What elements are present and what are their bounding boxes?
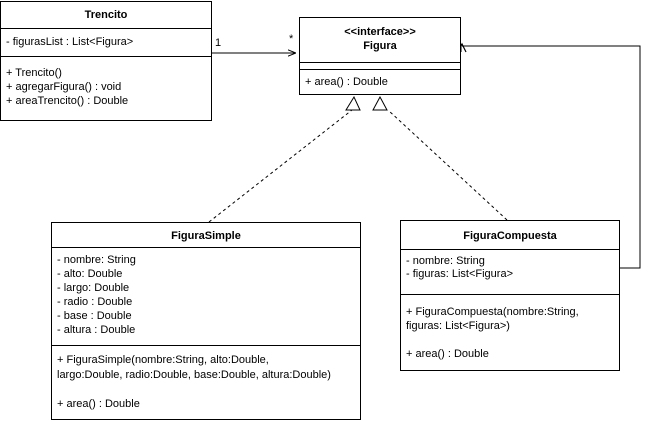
- method: + Trencito(): [6, 67, 62, 79]
- class-trencito[interactable]: Trencito - figurasList : List<Figura> + …: [0, 1, 212, 121]
- class-name: Figura: [363, 40, 397, 52]
- method: largo:Double, radio:Double, base:Double,…: [57, 369, 331, 381]
- attribute: - largo: Double: [57, 282, 130, 294]
- attribute: - altura : Double: [57, 324, 136, 336]
- class-name: Trencito: [84, 9, 128, 21]
- realization-arrowhead-compuesta: [372, 95, 388, 111]
- attribute: - nombre: String: [57, 254, 136, 266]
- class-figura-compuesta[interactable]: FiguraCompuesta - nombre: String - figur…: [400, 220, 620, 371]
- attribute: - figurasList : List<Figura>: [6, 36, 134, 48]
- method: + areaTrencito() : Double: [6, 95, 129, 107]
- attribute: - alto: Double: [57, 268, 123, 280]
- method: + area() : Double: [305, 76, 388, 88]
- class-name: FiguraSimple: [171, 230, 241, 242]
- realization-edge-compuesta: [387, 109, 508, 221]
- stereotype: <<interface>>: [344, 26, 416, 38]
- attribute: - nombre: String: [406, 255, 485, 267]
- method: + FiguraSimple(nombre:String, alto:Doubl…: [57, 354, 269, 366]
- attribute: - figuras: List<Figura>: [406, 268, 513, 280]
- method: + area() : Double: [406, 348, 489, 360]
- class-name: FiguraCompuesta: [463, 230, 557, 242]
- attribute: - base : Double: [57, 310, 132, 322]
- association-source-multiplicity: 1: [215, 37, 222, 49]
- method: + FiguraCompuesta(nombre:String,: [406, 306, 579, 318]
- attribute: - radio : Double: [57, 296, 133, 308]
- class-figura-simple[interactable]: FiguraSimple - nombre: String - alto: Do…: [51, 222, 361, 420]
- method: + agregarFigura() : void: [6, 81, 122, 93]
- realization-edge-simple: [208, 109, 353, 223]
- realization-arrowhead-simple: [345, 95, 361, 111]
- association-target-multiplicity: *: [289, 33, 294, 45]
- method: figuras: List<Figura>): [406, 320, 510, 332]
- method: + area() : Double: [57, 398, 140, 410]
- composition-edge: [462, 45, 641, 269]
- interface-figura[interactable]: <<interface>> Figura + area() : Double: [299, 17, 461, 95]
